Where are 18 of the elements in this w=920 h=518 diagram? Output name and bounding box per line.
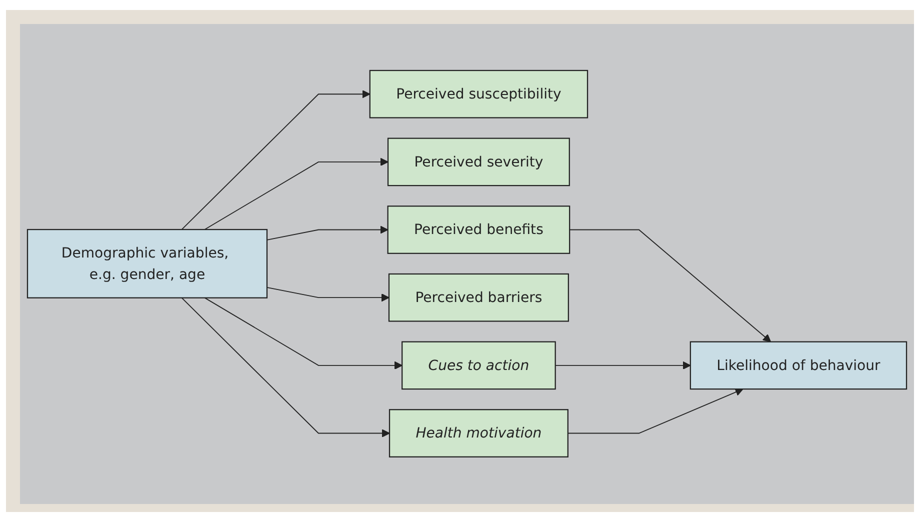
arrow [181,90,370,230]
node-box [26,229,268,299]
arrow [181,298,390,438]
node-box [402,342,556,390]
node-box [690,342,908,390]
arrow [554,362,691,370]
node-box [387,206,570,254]
flowchart-drawing: Demographic variables, e.g. gender, age Perceived susceptibility Perceived severity Perceived benefits Perceived barriers Cues to action Health motivation Likelihood of behaviour [20,63,914,465]
arrow [266,287,390,302]
arrow [204,158,388,230]
arrow [204,298,402,370]
arrow [567,388,744,434]
node-box [388,409,568,458]
node-box [387,138,570,186]
node-box [388,274,569,322]
node-box [369,70,588,119]
arrow [266,226,388,241]
arrow [569,230,772,342]
